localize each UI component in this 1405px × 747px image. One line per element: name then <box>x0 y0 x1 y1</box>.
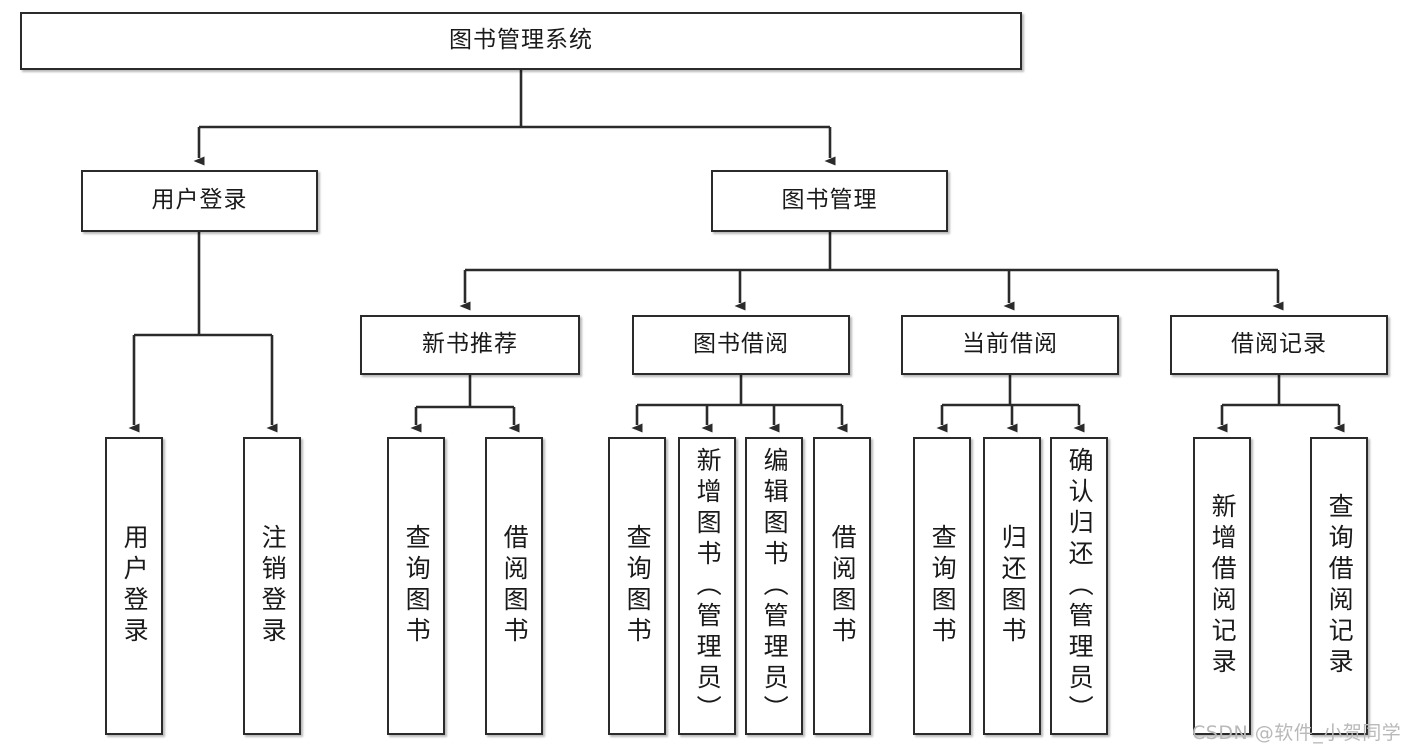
node-leaf-user-login-label: 用户登录 <box>120 524 150 648</box>
node-leaf-edit-book-label: 编辑图书（管理员） <box>760 447 790 726</box>
node-leaf-query-book-3-label: 查询图书 <box>928 524 958 648</box>
node-book-borrow-label: 图书借阅 <box>693 331 789 358</box>
node-leaf-query-record-label: 查询借阅记录 <box>1325 493 1355 679</box>
node-user-login-label: 用户登录 <box>151 187 248 214</box>
node-borrow-record[interactable]: 借阅记录 <box>1170 315 1388 375</box>
node-leaf-query-book-1-label: 查询图书 <box>402 524 432 648</box>
node-leaf-borrow-book-1[interactable]: 借阅图书 <box>485 437 543 735</box>
node-leaf-query-book-2-label: 查询图书 <box>623 524 653 648</box>
node-leaf-borrow-book-2[interactable]: 借阅图书 <box>813 437 871 735</box>
node-leaf-add-book[interactable]: 新增图书（管理员） <box>678 437 736 735</box>
node-leaf-borrow-book-1-label: 借阅图书 <box>500 524 530 648</box>
node-leaf-return-book[interactable]: 归还图书 <box>983 437 1041 735</box>
node-book-borrow[interactable]: 图书借阅 <box>632 315 850 375</box>
node-root-label: 图书管理系统 <box>449 27 593 54</box>
node-leaf-logout-label: 注销登录 <box>258 524 288 648</box>
csdn-watermark: CSDN @软件_小贺同学 <box>1192 722 1402 744</box>
node-borrow-record-label: 借阅记录 <box>1231 331 1327 358</box>
node-leaf-query-book-3[interactable]: 查询图书 <box>913 437 971 735</box>
node-leaf-add-record-label: 新增借阅记录 <box>1208 493 1238 679</box>
node-leaf-logout[interactable]: 注销登录 <box>243 437 301 735</box>
node-leaf-user-login[interactable]: 用户登录 <box>105 437 163 735</box>
node-leaf-return-book-label: 归还图书 <box>998 524 1028 648</box>
node-leaf-edit-book[interactable]: 编辑图书（管理员） <box>745 437 803 735</box>
node-book-manage[interactable]: 图书管理 <box>711 170 948 232</box>
node-leaf-add-book-label: 新增图书（管理员） <box>693 447 723 726</box>
node-leaf-query-record[interactable]: 查询借阅记录 <box>1310 437 1368 735</box>
node-leaf-borrow-book-2-label: 借阅图书 <box>828 524 858 648</box>
node-current-borrow[interactable]: 当前借阅 <box>901 315 1119 375</box>
node-user-login[interactable]: 用户登录 <box>81 170 318 232</box>
node-new-book-rec[interactable]: 新书推荐 <box>360 315 580 375</box>
node-current-borrow-label: 当前借阅 <box>962 331 1058 358</box>
node-new-book-rec-label: 新书推荐 <box>422 331 518 358</box>
node-book-manage-label: 图书管理 <box>781 187 878 214</box>
node-leaf-query-book-1[interactable]: 查询图书 <box>387 437 445 735</box>
node-leaf-query-book-2[interactable]: 查询图书 <box>608 437 666 735</box>
node-leaf-add-record[interactable]: 新增借阅记录 <box>1193 437 1251 735</box>
node-leaf-confirm-return-label: 确认归还（管理员） <box>1065 447 1095 726</box>
node-leaf-confirm-return[interactable]: 确认归还（管理员） <box>1050 437 1108 735</box>
node-root[interactable]: 图书管理系统 <box>20 12 1022 70</box>
